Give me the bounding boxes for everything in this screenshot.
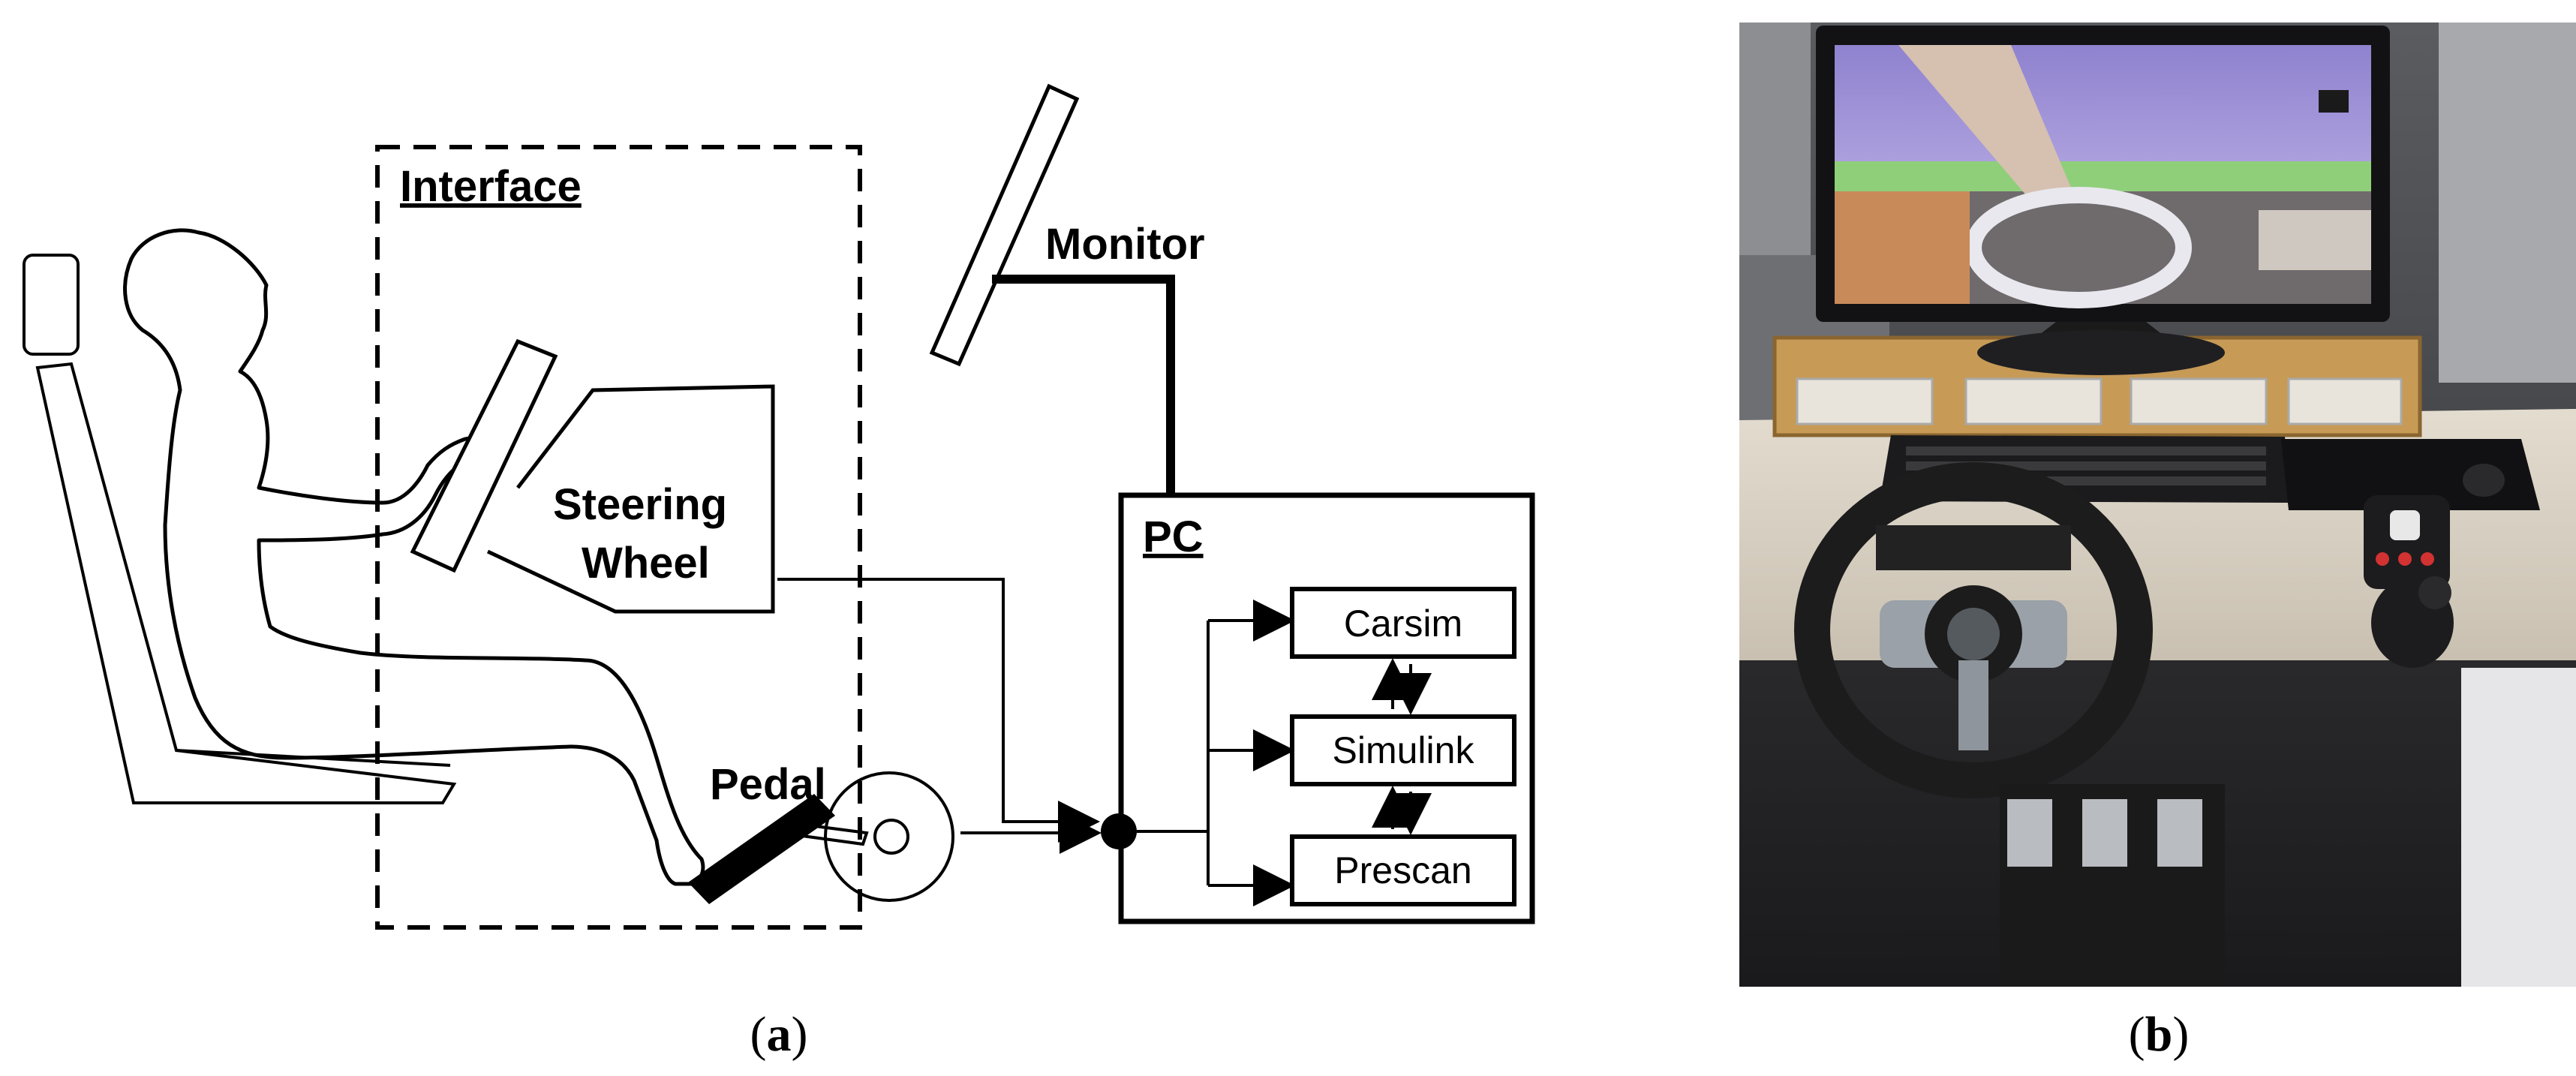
signal-junction (1101, 813, 1137, 849)
seat (23, 254, 457, 804)
pc-label: PC (1143, 512, 1204, 561)
caption-a: (a) (750, 1007, 808, 1062)
photo-pedals (2000, 784, 2225, 987)
gear-shifter (2364, 495, 2454, 668)
simulator-monitor (1816, 26, 2390, 375)
steering-signal-line (777, 578, 1100, 843)
module-link-arrows (1372, 658, 1432, 835)
module-simulink-label: Simulink (1333, 729, 1475, 771)
module-prescan: Prescan (1290, 834, 1516, 906)
module-prescan-label: Prescan (1334, 849, 1471, 891)
interface-box (375, 145, 862, 930)
caption-b: (b) (2129, 1007, 2190, 1062)
pedal-label: Pedal (710, 760, 826, 809)
steering-wheel-graphic (410, 338, 775, 614)
signal-lines (777, 578, 1102, 854)
pedal-graphic (688, 794, 835, 904)
driver-silhouette (123, 228, 705, 886)
pedal-wheel (824, 771, 954, 902)
module-carsim-label: Carsim (1344, 603, 1462, 645)
steering-label-line2: Wheel (582, 539, 710, 588)
pc-internal-lines (1137, 600, 1295, 906)
steering-wheel-bar (410, 338, 558, 573)
seat-back (35, 362, 457, 804)
monitor-cable (992, 275, 1175, 495)
interface-label: Interface (400, 162, 582, 211)
module-simulink: Simulink (1290, 714, 1516, 786)
pc-tower (2461, 668, 2576, 987)
steering-label-line1: Steering (553, 480, 727, 529)
monitor-graphic (929, 83, 1080, 367)
headrest (23, 254, 80, 356)
photo-steering-wheel (1794, 462, 2153, 798)
monitor-label: Monitor (1045, 220, 1205, 269)
photo-scene (1739, 23, 2576, 987)
driver-body-outline (123, 228, 705, 886)
module-carsim: Carsim (1290, 587, 1516, 659)
